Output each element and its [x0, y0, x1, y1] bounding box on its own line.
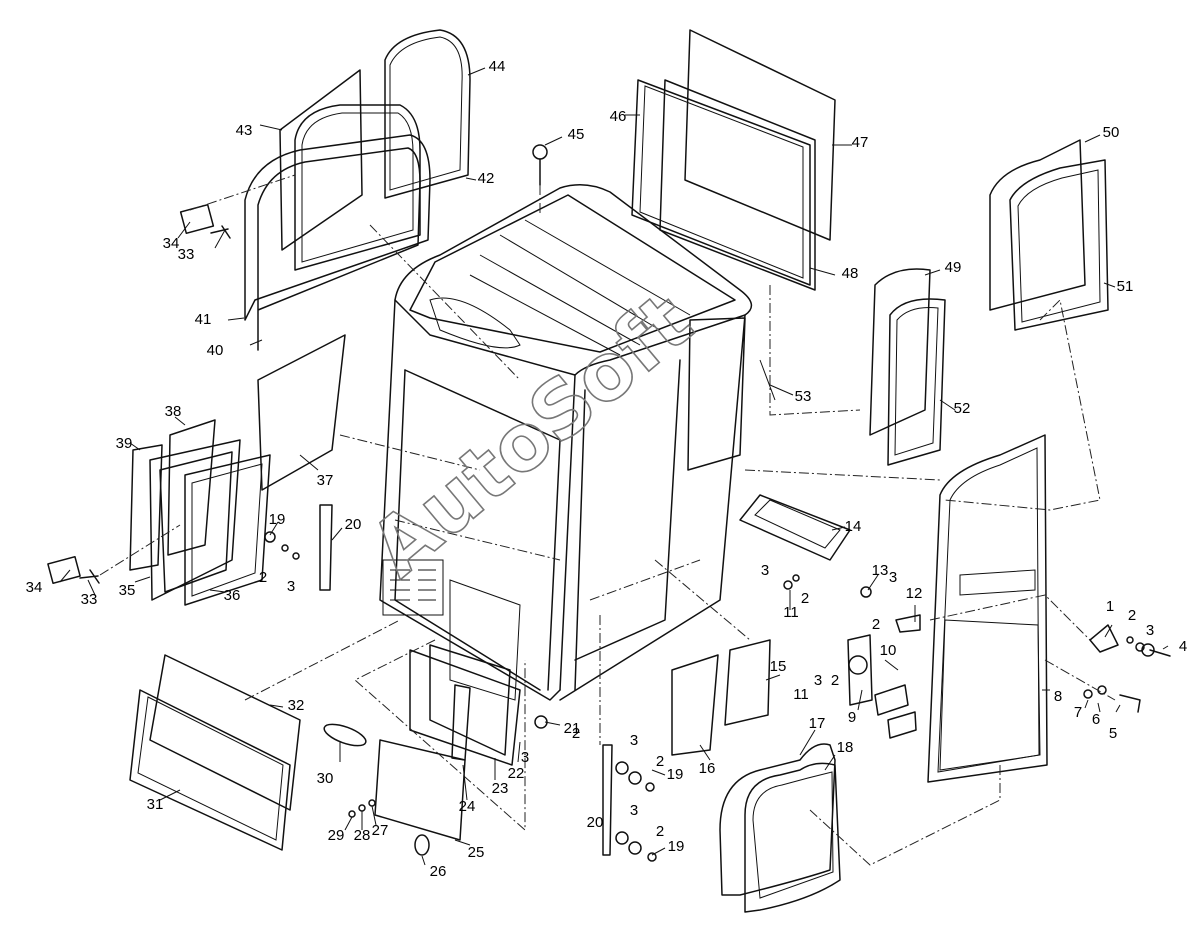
callout-18: 18 — [837, 739, 854, 756]
callout-20-2: 20 — [587, 814, 604, 831]
part-callouts: 1222222223333333345678910111112131415161… — [26, 58, 1188, 880]
callout-19-3: 19 — [668, 838, 685, 855]
callout-50: 50 — [1103, 124, 1120, 141]
callout-2-3: 2 — [572, 725, 580, 742]
callout-2-2: 2 — [872, 616, 880, 633]
callout-21: 21 — [564, 720, 581, 737]
callout-33-2: 33 — [81, 591, 98, 608]
callout-2-1: 2 — [1128, 607, 1136, 624]
callout-19-2: 19 — [667, 766, 684, 783]
callout-20-1: 20 — [345, 516, 362, 533]
callout-13: 13 — [872, 562, 889, 579]
callout-34-2: 34 — [26, 579, 43, 596]
callout-15: 15 — [770, 658, 787, 675]
callout-4: 4 — [1179, 638, 1187, 655]
callout-25: 25 — [468, 844, 485, 861]
callout-52: 52 — [954, 400, 971, 417]
callout-16: 16 — [699, 760, 716, 777]
callout-35: 35 — [119, 582, 136, 599]
callout-26: 26 — [430, 863, 447, 880]
callout-3-4: 3 — [521, 749, 529, 766]
callout-36: 36 — [224, 587, 241, 604]
callout-40: 40 — [207, 342, 224, 359]
callout-37: 37 — [317, 472, 334, 489]
callout-3-8: 3 — [814, 672, 822, 689]
cab-body — [379, 144, 753, 701]
callout-45: 45 — [568, 126, 585, 143]
callout-10: 10 — [880, 642, 897, 659]
callout-7: 7 — [1074, 704, 1082, 721]
callout-30: 30 — [317, 770, 334, 787]
callout-2-7: 2 — [259, 569, 267, 586]
callout-12: 12 — [906, 585, 923, 602]
callout-51: 51 — [1117, 278, 1134, 295]
callout-38: 38 — [165, 403, 182, 420]
callout-9: 9 — [848, 709, 856, 726]
callout-33-1: 33 — [178, 246, 195, 263]
callout-43: 43 — [236, 122, 253, 139]
callout-42: 42 — [478, 170, 495, 187]
callout-27: 27 — [372, 822, 389, 839]
callout-24: 24 — [459, 798, 476, 815]
callout-3-7: 3 — [287, 578, 295, 595]
callout-32: 32 — [288, 697, 305, 714]
callout-22: 22 — [508, 765, 525, 782]
callout-41: 41 — [195, 311, 212, 328]
watermark-text: AutoSoft — [354, 276, 709, 594]
callout-2-6: 2 — [656, 823, 664, 840]
callout-3-6: 3 — [630, 802, 638, 819]
assembly-lines — [99, 174, 1116, 866]
callout-28: 28 — [354, 827, 371, 844]
window-panels — [47, 29, 1171, 913]
callout-44: 44 — [489, 58, 506, 75]
callout-3-2: 3 — [889, 569, 897, 586]
callout-48: 48 — [842, 265, 859, 282]
callout-1: 1 — [1106, 598, 1114, 615]
callout-19-1: 19 — [269, 511, 286, 528]
callout-39: 39 — [116, 435, 133, 452]
callout-49: 49 — [945, 259, 962, 276]
callout-3-3: 3 — [761, 562, 769, 579]
callout-34-1: 34 — [163, 235, 180, 252]
callout-53: 53 — [795, 388, 812, 405]
callout-2-8: 2 — [831, 672, 839, 689]
callout-29: 29 — [328, 827, 345, 844]
callout-47: 47 — [852, 134, 869, 151]
callout-3-5: 3 — [630, 732, 638, 749]
callout-11-2: 11 — [793, 686, 809, 703]
leader-lines — [59, 67, 1169, 866]
callout-8: 8 — [1054, 688, 1062, 705]
callout-11-1: 11 — [783, 604, 799, 621]
callout-6: 6 — [1092, 711, 1100, 728]
callout-3-1: 3 — [1146, 622, 1154, 639]
callout-5: 5 — [1109, 725, 1117, 742]
callout-23: 23 — [492, 780, 509, 797]
callout-46: 46 — [610, 108, 627, 125]
callout-31: 31 — [147, 796, 164, 813]
callout-14: 14 — [845, 518, 862, 535]
callout-2-4: 2 — [801, 590, 809, 607]
callout-17: 17 — [809, 715, 826, 732]
callout-2-5: 2 — [656, 753, 664, 770]
